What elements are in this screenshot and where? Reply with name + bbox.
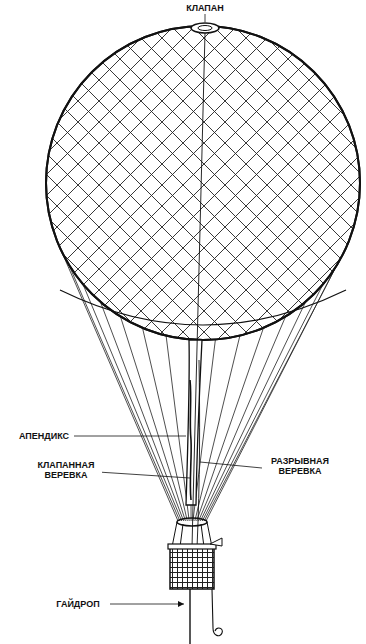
leader-line bbox=[200, 462, 262, 468]
net-cord bbox=[228, 20, 366, 350]
net-cord bbox=[0, 20, 285, 350]
net-cord bbox=[165, 20, 366, 350]
net-cord bbox=[0, 20, 222, 350]
suspension-line bbox=[142, 328, 187, 521]
part-label: КЛАПАННАЯ ВЕРЕВКА bbox=[30, 460, 102, 481]
net-cord bbox=[144, 20, 366, 350]
net-cord bbox=[0, 20, 180, 350]
leader-line bbox=[74, 436, 186, 437]
leader-line bbox=[110, 604, 184, 605]
envelope-outline bbox=[46, 26, 360, 340]
net-cord bbox=[60, 20, 366, 350]
net-cord bbox=[102, 20, 366, 350]
net-cord bbox=[291, 20, 366, 350]
net-cord bbox=[0, 20, 33, 350]
net-cord bbox=[228, 20, 366, 350]
net-cord bbox=[0, 20, 243, 350]
net-cord bbox=[0, 20, 159, 350]
part-label: АПЕНДИКС bbox=[18, 431, 70, 441]
net-cord bbox=[0, 20, 75, 350]
load-ring bbox=[177, 518, 207, 526]
net-cord bbox=[165, 20, 366, 350]
appendix-seam bbox=[190, 380, 191, 500]
net-cord bbox=[0, 20, 285, 350]
envelope-band bbox=[60, 290, 346, 325]
rip-rope bbox=[197, 360, 200, 548]
net-cord bbox=[0, 20, 12, 350]
net-cord bbox=[312, 20, 366, 350]
suspension-line bbox=[199, 317, 286, 521]
net-cord bbox=[0, 20, 243, 350]
net-cord bbox=[102, 20, 366, 350]
net-cord bbox=[186, 20, 366, 350]
net-cord bbox=[0, 20, 201, 350]
net-cord bbox=[0, 20, 201, 350]
valve-rope bbox=[192, 33, 205, 548]
net-cord bbox=[291, 20, 366, 350]
part-label: КЛАПАН bbox=[185, 3, 225, 13]
suspension-line bbox=[197, 328, 264, 521]
suspension-line bbox=[120, 317, 185, 521]
net-cord bbox=[0, 20, 96, 350]
net-cord bbox=[186, 20, 366, 350]
net-cord bbox=[270, 20, 366, 350]
net-cord bbox=[0, 20, 222, 350]
basket-ropes bbox=[172, 522, 212, 547]
net-cord bbox=[0, 20, 138, 350]
net bbox=[0, 20, 366, 350]
net-cord bbox=[39, 20, 366, 350]
net-cord bbox=[207, 20, 366, 350]
net-cord bbox=[312, 20, 366, 350]
net-cord bbox=[39, 20, 366, 350]
part-label: РАЗРЫВНАЯ ВЕРЕВКА bbox=[264, 456, 336, 477]
drop-line bbox=[212, 589, 222, 636]
net-cord bbox=[0, 20, 138, 350]
leader-line bbox=[205, 14, 206, 22]
net-cord bbox=[207, 20, 366, 350]
net-cord bbox=[60, 20, 366, 350]
basket bbox=[170, 547, 214, 589]
part-label: ГАЙДРОП bbox=[55, 599, 100, 609]
envelope bbox=[46, 26, 360, 340]
basket-rim bbox=[168, 544, 216, 549]
net-cord bbox=[0, 20, 159, 350]
valve-inner bbox=[198, 26, 212, 31]
valve bbox=[191, 23, 219, 33]
net-cord bbox=[0, 20, 75, 350]
net-cord bbox=[333, 20, 366, 350]
net-cord bbox=[144, 20, 366, 350]
arrowhead bbox=[178, 601, 184, 607]
net-cord bbox=[0, 20, 180, 350]
net-cord bbox=[333, 20, 366, 350]
net-cord bbox=[0, 20, 12, 350]
guide-rope bbox=[189, 589, 190, 644]
leader-line bbox=[98, 472, 190, 478]
basket-bag bbox=[210, 538, 222, 546]
net-cord bbox=[270, 20, 366, 350]
net-cord bbox=[0, 20, 33, 350]
net-cord bbox=[0, 20, 96, 350]
suspension-line bbox=[195, 336, 240, 521]
